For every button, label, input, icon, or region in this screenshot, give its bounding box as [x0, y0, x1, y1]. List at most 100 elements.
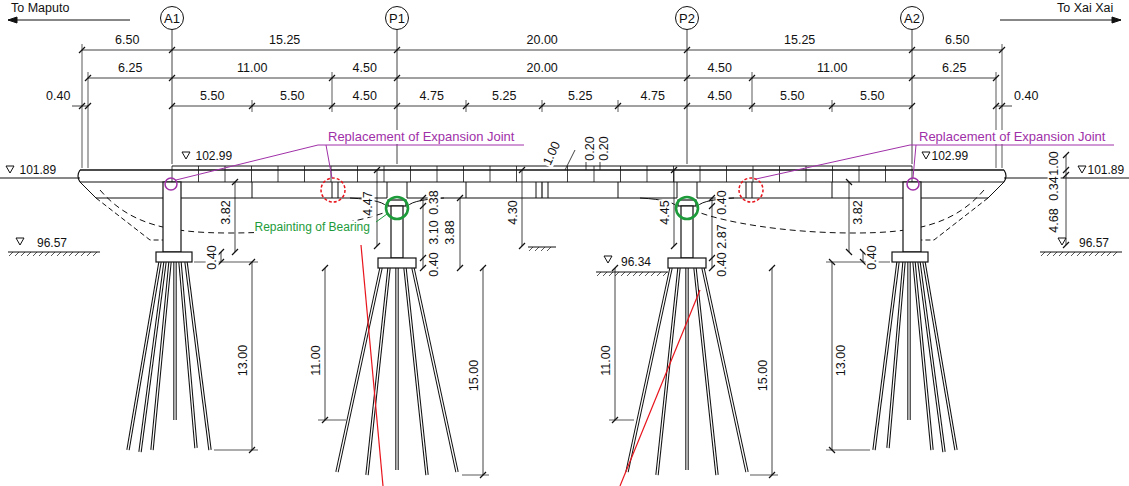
dimension-text: 0.40: [716, 251, 729, 277]
dimension-text: 4.47: [362, 190, 375, 216]
dimension-text: 0.40: [716, 189, 729, 215]
direction-arrow: [1000, 20, 1121, 21]
dimension-text: 3.88: [444, 219, 457, 245]
annotations: [0, 17, 1129, 486]
parapet-post: [647, 166, 648, 182]
dimension-tick: [374, 167, 380, 173]
deck-end: [78, 170, 80, 182]
ground-hatch: [15, 252, 19, 256]
dimension-text: 0.40: [428, 251, 441, 277]
dimension-tick: [769, 265, 775, 271]
extension-line: [466, 100, 467, 112]
dimension-text: 4.75: [419, 90, 445, 103]
dimension-text: 5.25: [491, 90, 517, 103]
pile: [152, 262, 170, 450]
axis-name: A2: [904, 12, 920, 25]
dimension-text: 0.40: [1013, 90, 1039, 103]
callout-note: Replacement of Expansion Joint: [327, 130, 515, 144]
ground-hatch: [27, 252, 31, 256]
pile: [914, 262, 932, 450]
axis-line: [172, 29, 173, 164]
dimension-text: 15.00: [757, 358, 770, 391]
dimension-tick: [480, 265, 486, 271]
pile: [686, 268, 687, 470]
pile: [405, 268, 427, 475]
dimension-tick: [1063, 172, 1069, 178]
parapet-post: [384, 166, 385, 182]
elevation-label: 102.99: [195, 150, 234, 163]
bearing-mark: [676, 197, 698, 219]
deck-line: [542, 169, 1004, 170]
expansion-joint-mark: [165, 178, 177, 190]
ground-hatch: [51, 252, 55, 256]
girder-line: [548, 182, 549, 198]
leader-line: [376, 214, 387, 222]
ground-hatch: [1083, 252, 1087, 256]
dimension-tick: [709, 195, 715, 201]
expansion-joint-mark: [907, 178, 919, 190]
extension-line: [88, 72, 89, 168]
pile: [173, 262, 176, 420]
pile: [337, 268, 381, 472]
dimension-tick: [846, 179, 852, 185]
callout-note: Repainting of Bearing: [254, 221, 371, 234]
extension-line: [832, 100, 833, 112]
ground-hatch: [1113, 252, 1117, 256]
pile: [685, 268, 688, 470]
pile: [703, 268, 747, 472]
dimension-text: 4.75: [640, 90, 666, 103]
dimension-line: [1002, 106, 1012, 107]
axis-line: [687, 29, 688, 164]
pile: [367, 268, 389, 475]
girder-line: [697, 182, 698, 198]
girder-line: [338, 182, 339, 198]
pile: [907, 262, 910, 420]
parapet-post: [516, 166, 517, 182]
girder-line: [536, 182, 537, 198]
dimension-text: 5.25: [567, 90, 593, 103]
axis-marker: A1: [160, 6, 184, 30]
dimension-tick: [519, 243, 525, 249]
ground-hatch: [615, 272, 619, 276]
dimension-tick: [457, 195, 463, 201]
dimension-text: 20.00: [526, 34, 559, 47]
elevation-label: 96.57: [1078, 237, 1110, 250]
girder-hinge: [541, 182, 542, 198]
dimension-line: [522, 170, 523, 246]
ground-hatch: [1101, 252, 1105, 256]
pile-cap: [378, 258, 416, 268]
dimension-text: 1.00: [1048, 150, 1061, 176]
ground-hatch: [1071, 252, 1075, 256]
pile: [657, 268, 679, 475]
dimension-tick: [846, 249, 852, 255]
ground-hatch: [651, 272, 655, 276]
parapet-post: [278, 166, 279, 182]
dimension-text: 4.30: [507, 199, 520, 225]
ground-hatch: [603, 272, 607, 276]
dimension-line: [600, 162, 601, 170]
parapet-post: [357, 166, 358, 182]
dimension-text: 15.25: [783, 34, 816, 47]
ground-hatch: [87, 252, 91, 256]
dimension-text: 0.40: [45, 90, 71, 103]
parapet-post: [912, 166, 913, 182]
dimension-tick: [457, 265, 463, 271]
dimension-text: 0.40: [206, 244, 219, 270]
ground-hatch: [39, 252, 43, 256]
leader-line: [913, 145, 916, 178]
level-marker: [182, 152, 190, 159]
parapet-post: [463, 166, 464, 182]
extension-line: [462, 475, 489, 476]
girder-line: [746, 182, 747, 198]
pile: [914, 262, 932, 450]
pile: [186, 262, 210, 450]
ground-hatch: [663, 272, 667, 276]
pile: [413, 268, 457, 472]
level-marker: [922, 152, 930, 159]
road-line: [0, 178, 80, 179]
ground-hatch: [93, 252, 97, 256]
extension-line: [1002, 44, 1003, 168]
parapet-post: [490, 166, 491, 182]
dimension-text: 4.50: [707, 90, 733, 103]
dimension-tick: [420, 195, 426, 201]
